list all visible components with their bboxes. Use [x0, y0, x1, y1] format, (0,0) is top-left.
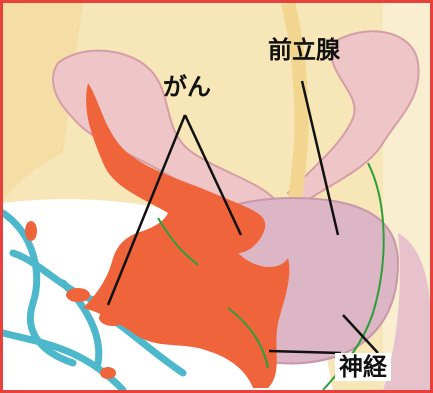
nerve-label: 神経 [335, 353, 391, 381]
prostate-label: 前立腺 [268, 38, 340, 62]
cancer-label: がん [163, 75, 211, 99]
illustration [3, 3, 430, 390]
